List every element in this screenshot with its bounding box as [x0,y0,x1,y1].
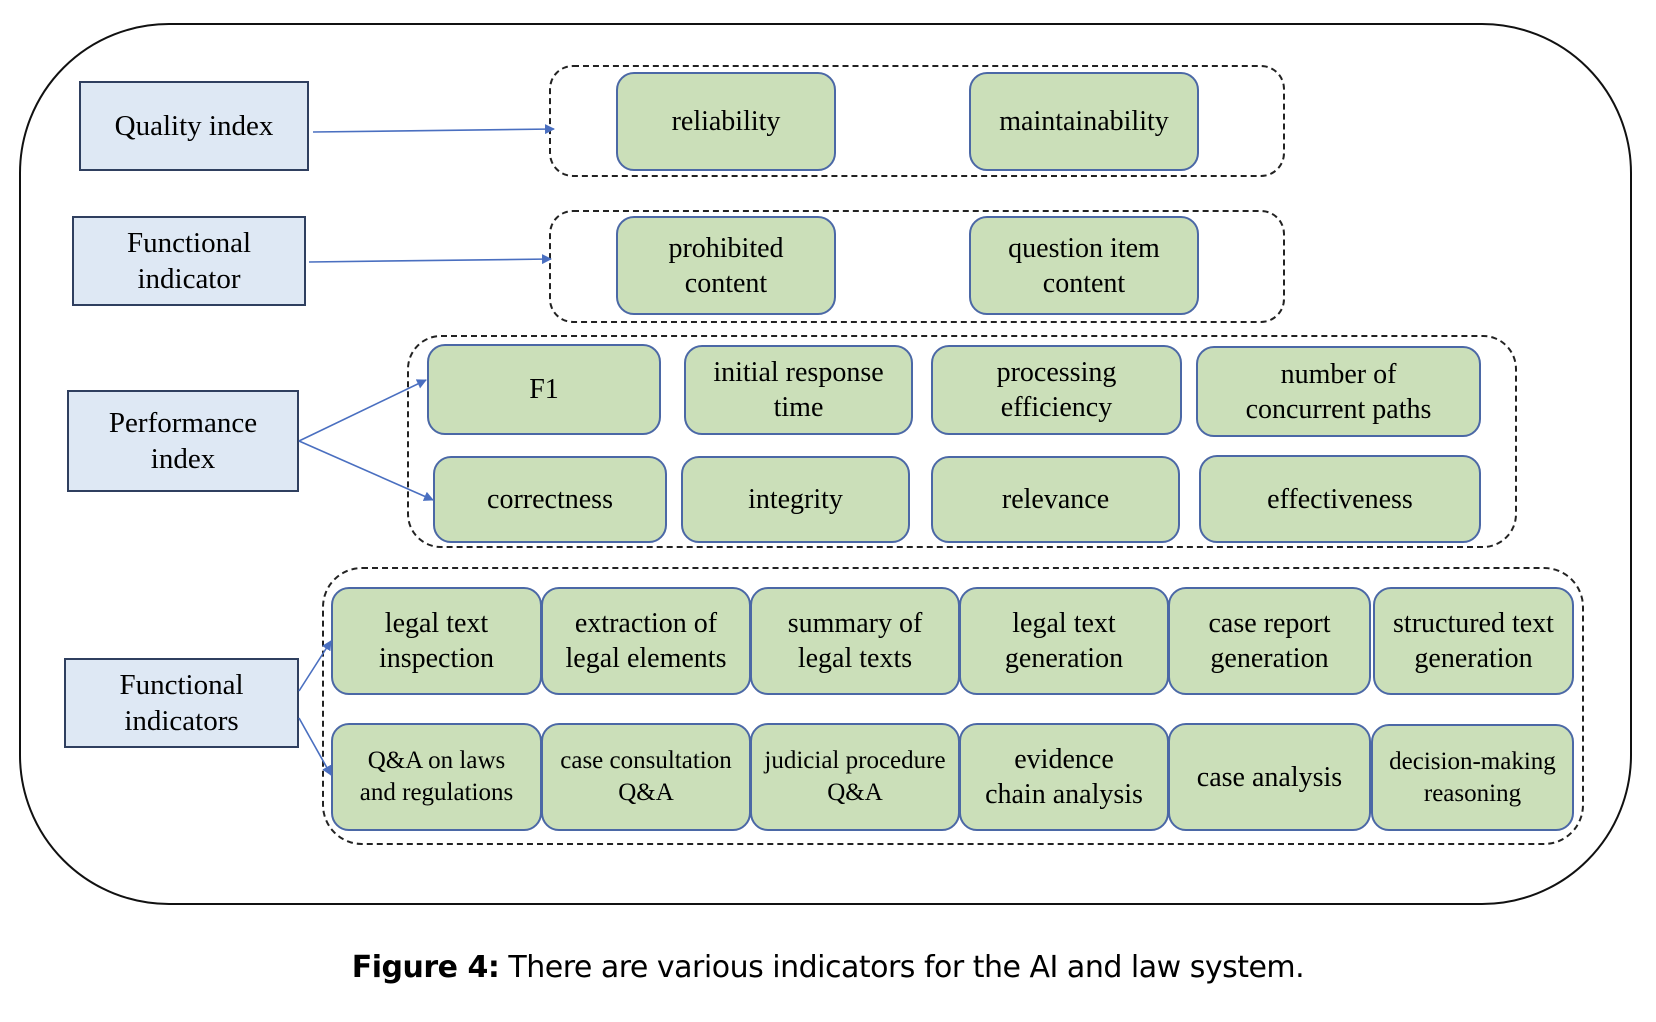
item-label: evidence chain analysis [985,744,1143,810]
item-structured-text-generation: structured text generation [1373,587,1574,695]
item-effectiveness: effectiveness [1199,455,1481,543]
item-case-analysis: case analysis [1168,723,1371,831]
item-correctness: correctness [433,456,667,543]
item-evidence-chain-analysis: evidence chain analysis [959,723,1169,831]
item-case-report-generation: case report generation [1168,587,1371,695]
item-initial-response-time: initial response time [684,345,913,435]
outer-frame [19,23,1632,905]
category-label: Quality index [114,110,274,142]
item-label: legal text generation [1004,608,1124,674]
item-maintainability: maintainability [969,72,1199,171]
item-label: initial response time [713,357,884,423]
item-label: maintainability [999,106,1169,137]
category-label: Functional indicators [119,669,244,737]
item-label: relevance [1001,484,1110,515]
item-legal-text-inspection: legal text inspection [331,587,542,695]
item-label: Q&A on laws and regulations [359,747,514,806]
item-label: legal text inspection [378,608,495,674]
arrow-functional-bottom [298,717,332,776]
item-label: summary of legal texts [787,608,923,674]
performance-group [407,335,1517,548]
item-qa-on-laws-and-regulations: Q&A on laws and regulations [331,723,542,831]
arrow-performance-top [298,379,427,442]
arrow-functional-top [298,640,332,692]
quality-group [549,65,1285,177]
figure-caption: Figure 4: There are various indicators f… [0,950,1656,985]
functional-indicators-group [322,567,1584,845]
item-decision-making-reasoning: decision-making reasoning [1371,724,1574,831]
item-case-consultation-qa: case consultation Q&A [541,723,751,831]
item-relevance: relevance [931,456,1180,543]
category-functional-indicator: Functional indicator [72,216,306,306]
item-label: case analysis [1196,761,1343,793]
item-label: case report generation [1208,608,1331,674]
item-prohibited-content: prohibited content [616,216,836,315]
item-label: integrity [748,484,843,515]
functional-indicator-group [549,210,1285,323]
item-integrity: integrity [681,456,910,543]
arrow-quality [312,124,555,135]
item-label: extraction of legal elements [565,608,727,674]
category-label: Functional indicator [126,227,252,295]
item-legal-text-generation: legal text generation [959,587,1169,695]
item-f1: F1 [427,344,661,435]
item-label: F1 [529,374,559,405]
item-label: effectiveness [1267,483,1413,515]
category-quality-index: Quality index [79,81,309,171]
item-extraction-of-legal-elements: extraction of legal elements [541,587,751,695]
item-label: prohibited content [668,232,784,299]
category-label: Performance index [108,407,258,475]
item-question-item-content: question item content [969,216,1199,315]
item-label: processing efficiency [996,357,1117,423]
category-performance-index: Performance index [67,390,299,492]
item-label: case consultation Q&A [560,747,732,806]
item-label: correctness [487,484,613,515]
item-judicial-procedure-qa: judicial procedure Q&A [750,723,960,831]
item-number-of-concurrent-paths: number of concurrent paths [1196,346,1481,437]
arrow-performance-bottom [298,440,434,501]
caption-label: Figure 4: [351,950,500,985]
item-label: reliability [671,106,781,137]
item-label: judicial procedure Q&A [764,747,946,806]
item-label: decision-making reasoning [1389,747,1556,807]
item-label: structured text generation [1393,608,1554,674]
item-reliability: reliability [616,72,836,171]
caption-text: There are various indicators for the AI … [499,950,1305,985]
category-functional-indicators: Functional indicators [64,658,299,748]
item-label: question item content [1008,232,1160,299]
item-label: number of concurrent paths [1245,358,1432,425]
arrow-functional-indicator [308,254,552,265]
item-summary-of-legal-texts: summary of legal texts [750,587,960,695]
item-processing-efficiency: processing efficiency [931,345,1182,435]
